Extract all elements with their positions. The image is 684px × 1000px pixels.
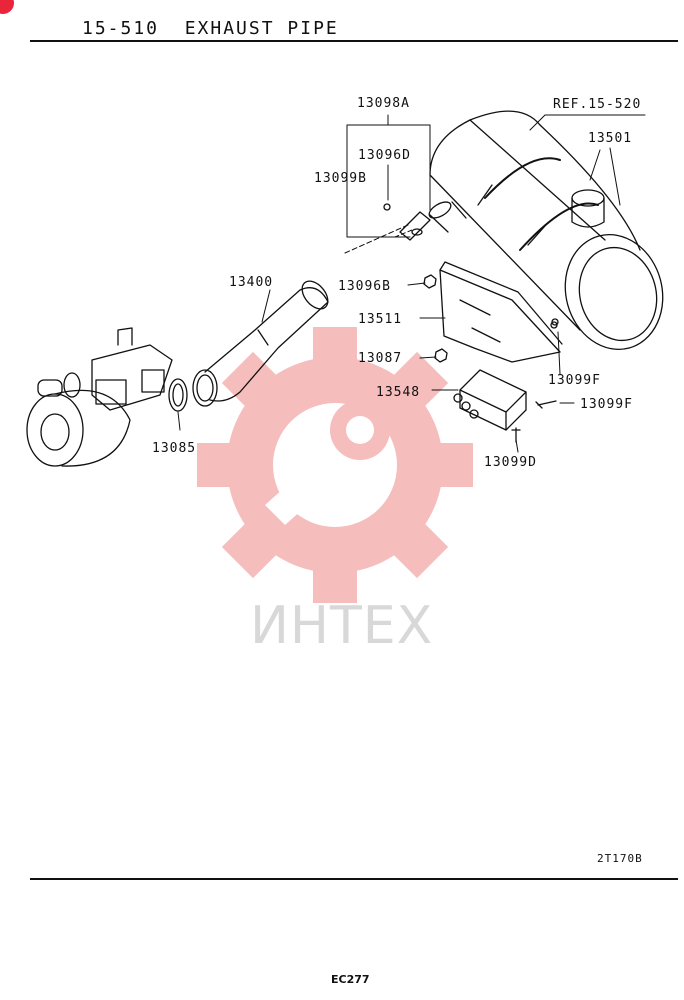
callout-13099f-upper: 13099F <box>548 373 601 388</box>
box-part <box>453 369 527 431</box>
page-title: 15-510 EXHAUST PIPE <box>82 18 339 39</box>
callout-13511: 13511 <box>358 312 402 327</box>
watermark-text: ИНТЕХ <box>250 596 434 656</box>
callout-13400: 13400 <box>229 275 273 290</box>
callout-13099d: 13099D <box>484 455 537 470</box>
footer-rule <box>30 878 678 880</box>
fasteners <box>423 274 558 443</box>
corner-badge <box>0 0 14 14</box>
callout-13085: 13085 <box>152 441 196 456</box>
callout-13096b: 13096B <box>338 279 391 294</box>
callout-13099b: 13099B <box>314 171 367 186</box>
leader-lines <box>177 114 646 453</box>
exhaust-pipe <box>192 280 329 407</box>
page-number: EC277 <box>331 973 370 986</box>
callout-13548: 13548 <box>376 385 420 400</box>
callout-13098a: 13098A <box>357 96 410 111</box>
callout-13501: 13501 <box>588 131 632 146</box>
drawing-code: 2T170B <box>597 852 643 865</box>
callout-13099f-lower: 13099F <box>580 397 633 412</box>
turbocharger <box>26 327 173 467</box>
callout-13096d: 13096D <box>358 148 411 163</box>
clamp <box>383 203 431 241</box>
callout-13087: 13087 <box>358 351 402 366</box>
bracket <box>439 261 563 363</box>
header-rule <box>30 40 678 42</box>
callout-ref-15-520: REF.15-520 <box>553 97 641 112</box>
gasket <box>168 378 188 412</box>
